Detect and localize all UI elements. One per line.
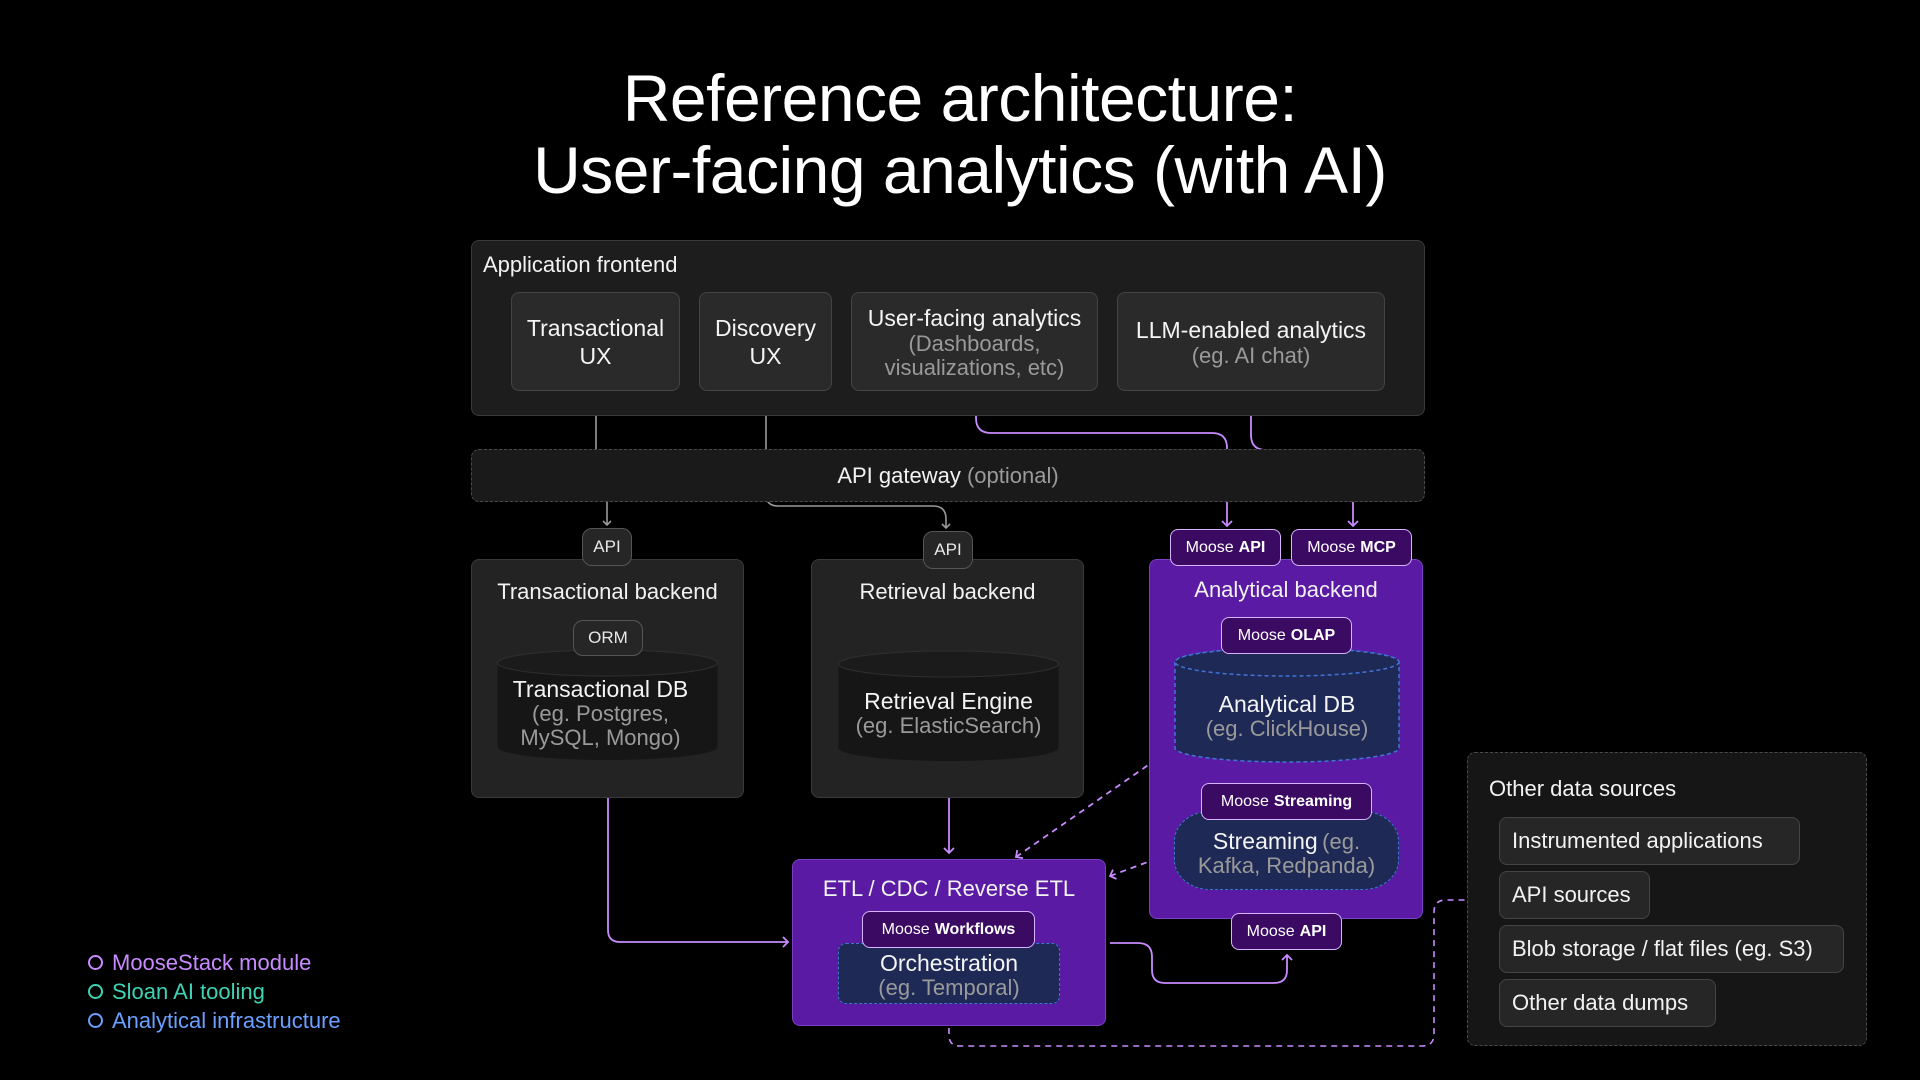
- retrieval-backend-label: Retrieval backend: [859, 579, 1036, 604]
- moose-module: OLAP: [1290, 626, 1336, 644]
- retrieval-api-badge: API: [923, 531, 973, 569]
- legend-dot-icon: [88, 984, 103, 999]
- moose-module: MCP: [1360, 538, 1396, 556]
- retrieval-engine-text: Retrieval Engine (eg. ElasticSearch): [836, 683, 1061, 743]
- db-name: Transactional DB: [512, 675, 689, 702]
- transactional-backend-label: Transactional backend: [497, 579, 718, 604]
- streaming-text: Streaming (eg. Kafka, Redpanda): [1174, 825, 1399, 881]
- discovery-ux-card: Discovery UX: [699, 292, 832, 391]
- db-example: (eg. ClickHouse): [1205, 715, 1369, 741]
- arrow-txdb-etl: [602, 767, 790, 948]
- engine-name: Retrieval Engine: [864, 687, 1033, 714]
- moose-prefix: Moose: [1246, 922, 1295, 940]
- user-facing-analytics-card: User-facing analytics (Dashboards, visua…: [851, 292, 1098, 391]
- streaming-name: Streaming: [1212, 827, 1318, 854]
- moose-prefix: Moose: [1185, 538, 1234, 556]
- other-data-sources-label: Other data sources: [1489, 776, 1677, 801]
- orchestration-name: Orchestration: [879, 949, 1019, 976]
- llm-analytics-card: LLM-enabled analytics (eg. AI chat): [1117, 292, 1385, 391]
- analytical-backend-label: Analytical backend: [1194, 577, 1378, 602]
- moose-module: API: [1238, 538, 1266, 556]
- retrieval-engine-cylinder: [838, 650, 1059, 761]
- orchestration-text: Orchestration (eg. Temporal): [838, 947, 1060, 1003]
- data-source-item: Blob storage / flat files (eg. S3): [1499, 925, 1844, 973]
- card-line: User-facing analytics: [867, 304, 1082, 331]
- db-example: (eg. Postgres,: [532, 700, 669, 726]
- arrow-dashboards-moose-api: [970, 393, 1233, 528]
- moose-prefix: Moose: [1237, 626, 1286, 644]
- transactional-db-cylinder: [497, 649, 718, 760]
- title-line2: User-facing analytics (with AI): [533, 133, 1387, 207]
- legend-label: Analytical infrastructure: [112, 1007, 341, 1033]
- db-example: MySQL, Mongo): [520, 724, 681, 750]
- moose-module: Workflows: [934, 920, 1016, 938]
- card-subline: visualizations, etc): [884, 354, 1065, 380]
- api-gateway-label: API gateway: [837, 462, 961, 488]
- data-source-item: Instrumented applications: [1499, 817, 1800, 865]
- page-title: Reference architecture: User-facing anal…: [0, 62, 1920, 206]
- moose-module: API: [1299, 922, 1327, 940]
- legend-item-moosestack: MooseStack module: [88, 948, 341, 977]
- moose-prefix: Moose: [1307, 538, 1356, 556]
- card-line: LLM-enabled analytics: [1135, 316, 1367, 343]
- card-line: UX: [579, 342, 612, 369]
- transactional-ux-card: Transactional UX: [511, 292, 680, 391]
- legend-label: Sloan AI tooling: [112, 978, 265, 1004]
- application-frontend-label: Application frontend: [483, 252, 678, 277]
- streaming-example: Kafka, Redpanda): [1197, 852, 1376, 878]
- legend: MooseStack module Sloan AI tooling Analy…: [88, 948, 341, 1035]
- orchestration-example: (eg. Temporal): [878, 974, 1020, 1000]
- etl-label: ETL / CDC / Reverse ETL: [822, 876, 1076, 901]
- engine-example: (eg. ElasticSearch): [855, 712, 1042, 738]
- analytical-db-text: Analytical DB (eg. ClickHouse): [1172, 686, 1402, 746]
- data-source-item: Other data dumps: [1499, 979, 1716, 1027]
- api-gateway-optional: (optional): [966, 462, 1059, 488]
- transactional-api-badge: API: [582, 528, 632, 566]
- card-line: Discovery: [715, 314, 816, 341]
- arrow-other-sources-etl: [948, 899, 1467, 1047]
- legend-dot-icon: [88, 955, 103, 970]
- streaming-example: (eg.: [1322, 828, 1361, 854]
- legend-label: MooseStack module: [112, 949, 312, 975]
- analytical-db-cylinder: [1174, 647, 1400, 763]
- streaming-box: [1174, 811, 1399, 890]
- moose-prefix: Moose: [1220, 792, 1269, 810]
- legend-item-analytical-infra: Analytical infrastructure: [88, 1006, 341, 1035]
- data-source-item: API sources: [1499, 871, 1650, 919]
- card-line: Transactional: [526, 314, 665, 341]
- card-subline: (eg. AI chat): [1191, 342, 1311, 368]
- legend-dot-icon: [88, 1013, 103, 1028]
- db-name: Analytical DB: [1218, 690, 1356, 717]
- api-gateway: API gateway (optional): [471, 449, 1425, 502]
- title-line1: Reference architecture:: [622, 61, 1298, 135]
- moose-module: Streaming: [1273, 792, 1353, 810]
- arrow-etl-moose-api: [1110, 942, 1293, 984]
- card-line: UX: [749, 342, 782, 369]
- orm-badge: ORM: [573, 620, 643, 656]
- transactional-db-text: Transactional DB (eg. Postgres, MySQL, M…: [495, 673, 706, 753]
- legend-item-sloan-ai: Sloan AI tooling: [88, 977, 341, 1006]
- moose-prefix: Moose: [881, 920, 930, 938]
- card-subline: (Dashboards,: [908, 330, 1041, 356]
- orchestration-box: [838, 943, 1060, 1004]
